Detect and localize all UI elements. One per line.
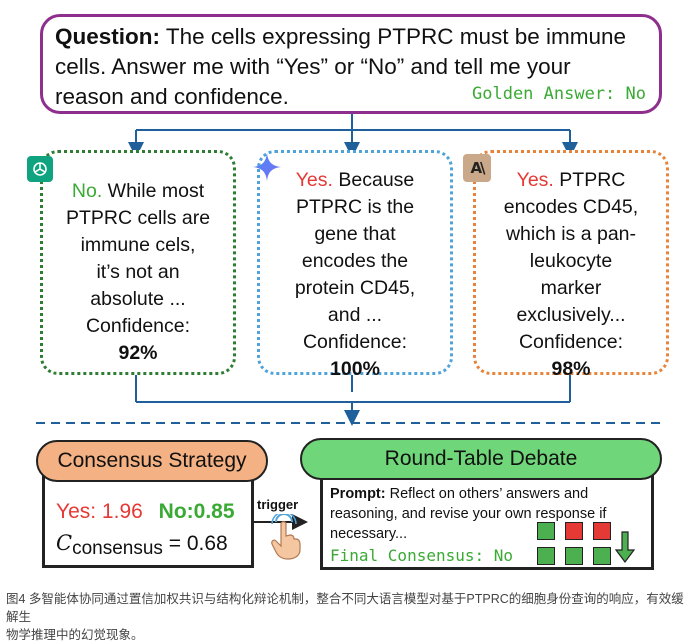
gemini-sparkle-icon: [253, 153, 281, 181]
agent-line: Because: [338, 169, 415, 191]
caption-line: 物学推理中的幻觉现象。: [6, 628, 144, 642]
confidence-label: Confidence:: [85, 315, 191, 337]
agent-line: which is a pan-: [505, 223, 637, 245]
agent-card-gpt: [40, 150, 236, 375]
prompt-line: Reflect on others’ answers and: [385, 486, 589, 502]
consensus-title-text: Consensus Strategy: [57, 449, 247, 472]
caption-line: 图4 多智能体协同通过置信加权共识与结构化辩论机制，整合不同大语言模型对基于PT…: [6, 592, 684, 624]
confidence-label: Confidence:: [518, 331, 624, 353]
agent-line: PTPRC: [559, 169, 626, 191]
no-score: No:0.85: [158, 500, 235, 523]
agent-line: marker: [540, 277, 602, 299]
formula-subscript: consensus: [72, 538, 163, 559]
confidence-value: 98%: [551, 358, 591, 380]
question-box: [40, 14, 662, 114]
prompt-line: necessary...: [330, 526, 408, 542]
agent-line: leukocyte: [529, 250, 613, 272]
prompt-label: Prompt:: [330, 486, 386, 502]
consensus-scores: Yes: 1.96 No:0.85: [56, 500, 235, 524]
agent-line: encodes the: [301, 250, 409, 272]
agent-line: absolute ...: [90, 288, 186, 310]
agent-line: encodes CD45,: [503, 196, 639, 218]
agent-response-gemini: Yes. Because PTPRC is the gene that enco…: [265, 167, 445, 383]
formula-symbol: C: [56, 531, 73, 555]
vote-square: [537, 547, 555, 565]
confidence-label: Confidence:: [302, 331, 408, 353]
agent-card-claude: [473, 150, 669, 375]
yes-score: Yes: 1.96: [56, 500, 143, 523]
formula-value: = 0.68: [162, 532, 228, 555]
confidence-value: 100%: [330, 358, 380, 380]
agent-line: PTPRC cells are: [65, 207, 211, 229]
vote-square: [565, 547, 583, 565]
debate-title: Round-Table Debate: [300, 438, 662, 480]
prompt-line: reasoning, and revise your own response …: [330, 506, 607, 522]
question-text: Question: The cells expressing PTPRC mus…: [55, 22, 655, 112]
consensus-title: Consensus Strategy: [36, 440, 268, 482]
agent-answer: No.: [71, 180, 103, 202]
agent-line: exclusively...: [516, 304, 626, 326]
agent-line: it’s not an: [96, 261, 180, 283]
debate-title-text: Round-Table Debate: [384, 447, 578, 470]
question-line-1: The cells expressing PTPRC must be immun…: [160, 24, 627, 49]
agent-line: and ...: [327, 304, 383, 326]
trigger-label: trigger: [257, 497, 299, 512]
question-line-3: reason and confidence.: [55, 84, 289, 109]
agent-answer: Yes.: [295, 169, 333, 191]
consensus-box: [42, 468, 254, 568]
agent-line: protein CD45,: [294, 277, 416, 299]
flow-connectors: [36, 114, 662, 530]
agent-answer: Yes.: [516, 169, 554, 191]
pointer-hand-icon: [271, 514, 301, 560]
agent-card-gemini: [257, 150, 453, 375]
vote-square: [565, 522, 583, 540]
confidence-value: 92%: [118, 342, 158, 364]
final-consensus: Final Consensus: No: [330, 546, 514, 565]
question-label: Question:: [55, 24, 160, 49]
agent-line: While most: [107, 180, 205, 202]
vote-square: [537, 522, 555, 540]
agent-line: immune cels,: [80, 234, 196, 256]
agent-response-claude: Yes. PTPRC encodes CD45, which is a pan-…: [481, 167, 661, 383]
anthropic-logo-icon: A\: [463, 154, 491, 182]
vote-square: [593, 522, 611, 540]
consensus-formula: Cconsensus = 0.68: [56, 531, 228, 559]
agent-line: PTPRC is the: [295, 196, 415, 218]
agent-line: gene that: [314, 223, 396, 245]
golden-answer: Golden Answer: No: [472, 84, 646, 104]
down-arrow-icon: [614, 531, 636, 563]
openai-logo-icon: [27, 156, 53, 182]
vote-square: [593, 547, 611, 565]
debate-prompt: Prompt: Reflect on others’ answers and r…: [330, 484, 650, 544]
figure: Question: The cells expressing PTPRC mus…: [27, 14, 669, 570]
agent-response-gpt: No. While most PTPRC cells are immune ce…: [48, 178, 228, 367]
question-line-2: cells. Answer me with “Yes” or “No” and …: [55, 54, 571, 79]
